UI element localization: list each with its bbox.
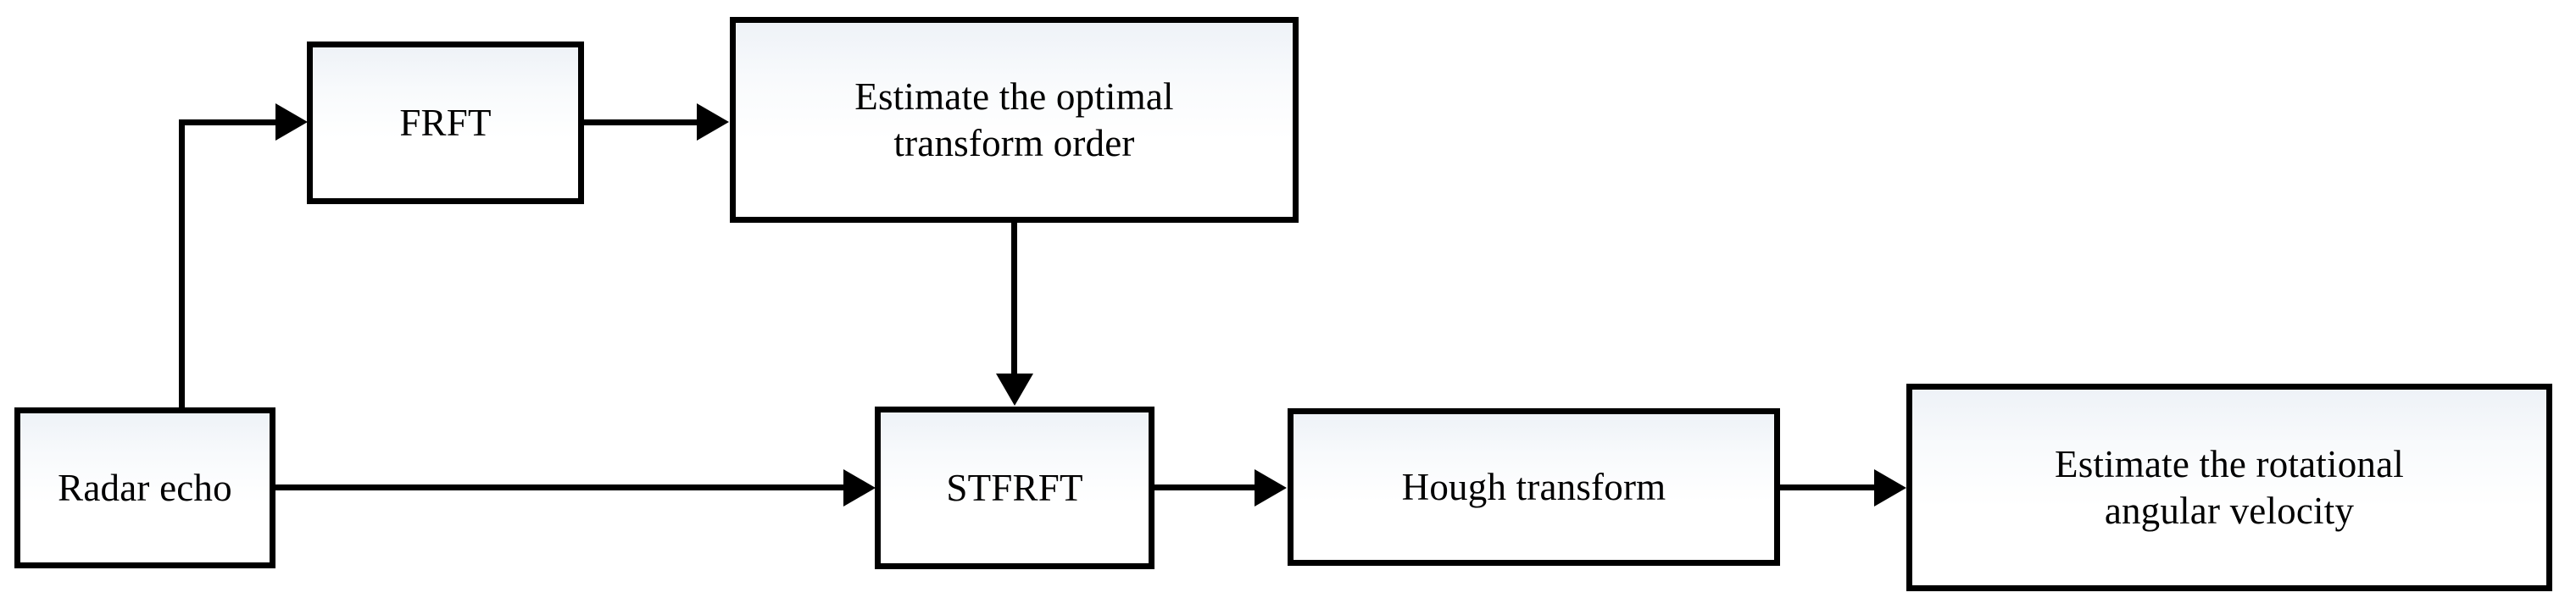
edge-estimate-order-to-stfrft-segment (1011, 223, 1017, 377)
edge-stfrft-to-hough-transform-segment (1154, 484, 1256, 490)
node-estimate-rotational-angular-velocity[interactable]: Estimate the rotational angular velocity (1906, 384, 2552, 591)
arrow-right-icon-radar-echo-to-stfrft (843, 469, 876, 507)
edge-radar-echo-to-frft-horizontal-segment (179, 119, 278, 125)
node-estimate-optimal-transform-order[interactable]: Estimate the optimal transform order (730, 17, 1299, 223)
node-stfrft-label: STFRFT (946, 466, 1083, 509)
node-frft-label: FRFT (399, 101, 492, 144)
node-radar-echo[interactable]: Radar echo (14, 407, 275, 568)
node-radar-echo-label: Radar echo (58, 466, 232, 509)
arrow-right-icon-stfrft-to-hough-transform (1255, 469, 1287, 507)
edge-radar-echo-to-stfrft-segment (275, 484, 845, 490)
arrow-down-icon-estimate-order-to-stfrft (996, 374, 1033, 406)
arrow-right-icon-radar-echo-to-frft (275, 103, 308, 141)
edge-radar-echo-to-frft-vertical-segment (179, 119, 185, 409)
node-estimate-optimal-transform-order-label: Estimate the optimal transform order (854, 75, 1174, 164)
arrow-right-icon-frft-to-estimate-order (697, 103, 729, 141)
edge-hough-transform-to-estimate-velocity-segment (1780, 484, 1875, 490)
node-hough-transform-label: Hough transform (1401, 465, 1666, 508)
node-frft[interactable]: FRFT (307, 42, 584, 204)
edge-frft-to-estimate-order-segment (584, 119, 699, 125)
node-estimate-rotational-angular-velocity-label: Estimate the rotational angular velocity (2055, 442, 2404, 532)
node-stfrft[interactable]: STFRFT (875, 407, 1154, 569)
node-hough-transform[interactable]: Hough transform (1288, 408, 1780, 566)
arrow-right-icon-hough-transform-to-estimate-velocity (1874, 469, 1906, 507)
